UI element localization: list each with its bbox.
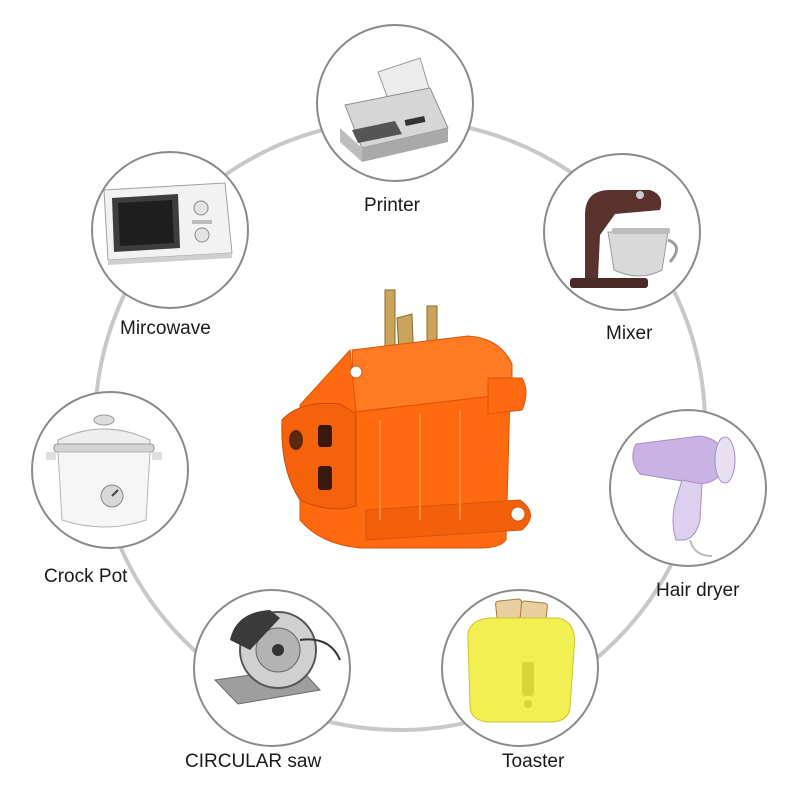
- crock-pot-circle: [31, 391, 189, 549]
- hair-dryer-icon: [632, 435, 736, 557]
- microwave-icon: [103, 182, 233, 265]
- microwave-circle: [91, 151, 249, 309]
- crock-pot-icon: [46, 414, 162, 528]
- microwave-label: Mircowave: [120, 318, 211, 339]
- printer-icon: [340, 57, 449, 162]
- hair-dryer-label: Hair dryer: [656, 580, 740, 601]
- toaster-circle: [441, 589, 599, 747]
- orange-outlet-adapter: [281, 289, 531, 549]
- hair-dryer-circle: [609, 409, 767, 567]
- circular-saw-icon: [213, 610, 341, 705]
- circular-saw-circle: [193, 589, 351, 747]
- mixer-circle: [543, 153, 701, 311]
- toaster-icon: [467, 598, 576, 723]
- mixer-label: Mixer: [606, 323, 653, 344]
- printer-label: Printer: [364, 195, 420, 216]
- crock-pot-label: Crock Pot: [44, 566, 128, 587]
- printer-circle: [316, 24, 474, 182]
- stand-mixer-icon: [570, 190, 678, 288]
- toaster-label: Toaster: [502, 751, 565, 772]
- circular-saw-label: CIRCULAR saw: [185, 751, 322, 772]
